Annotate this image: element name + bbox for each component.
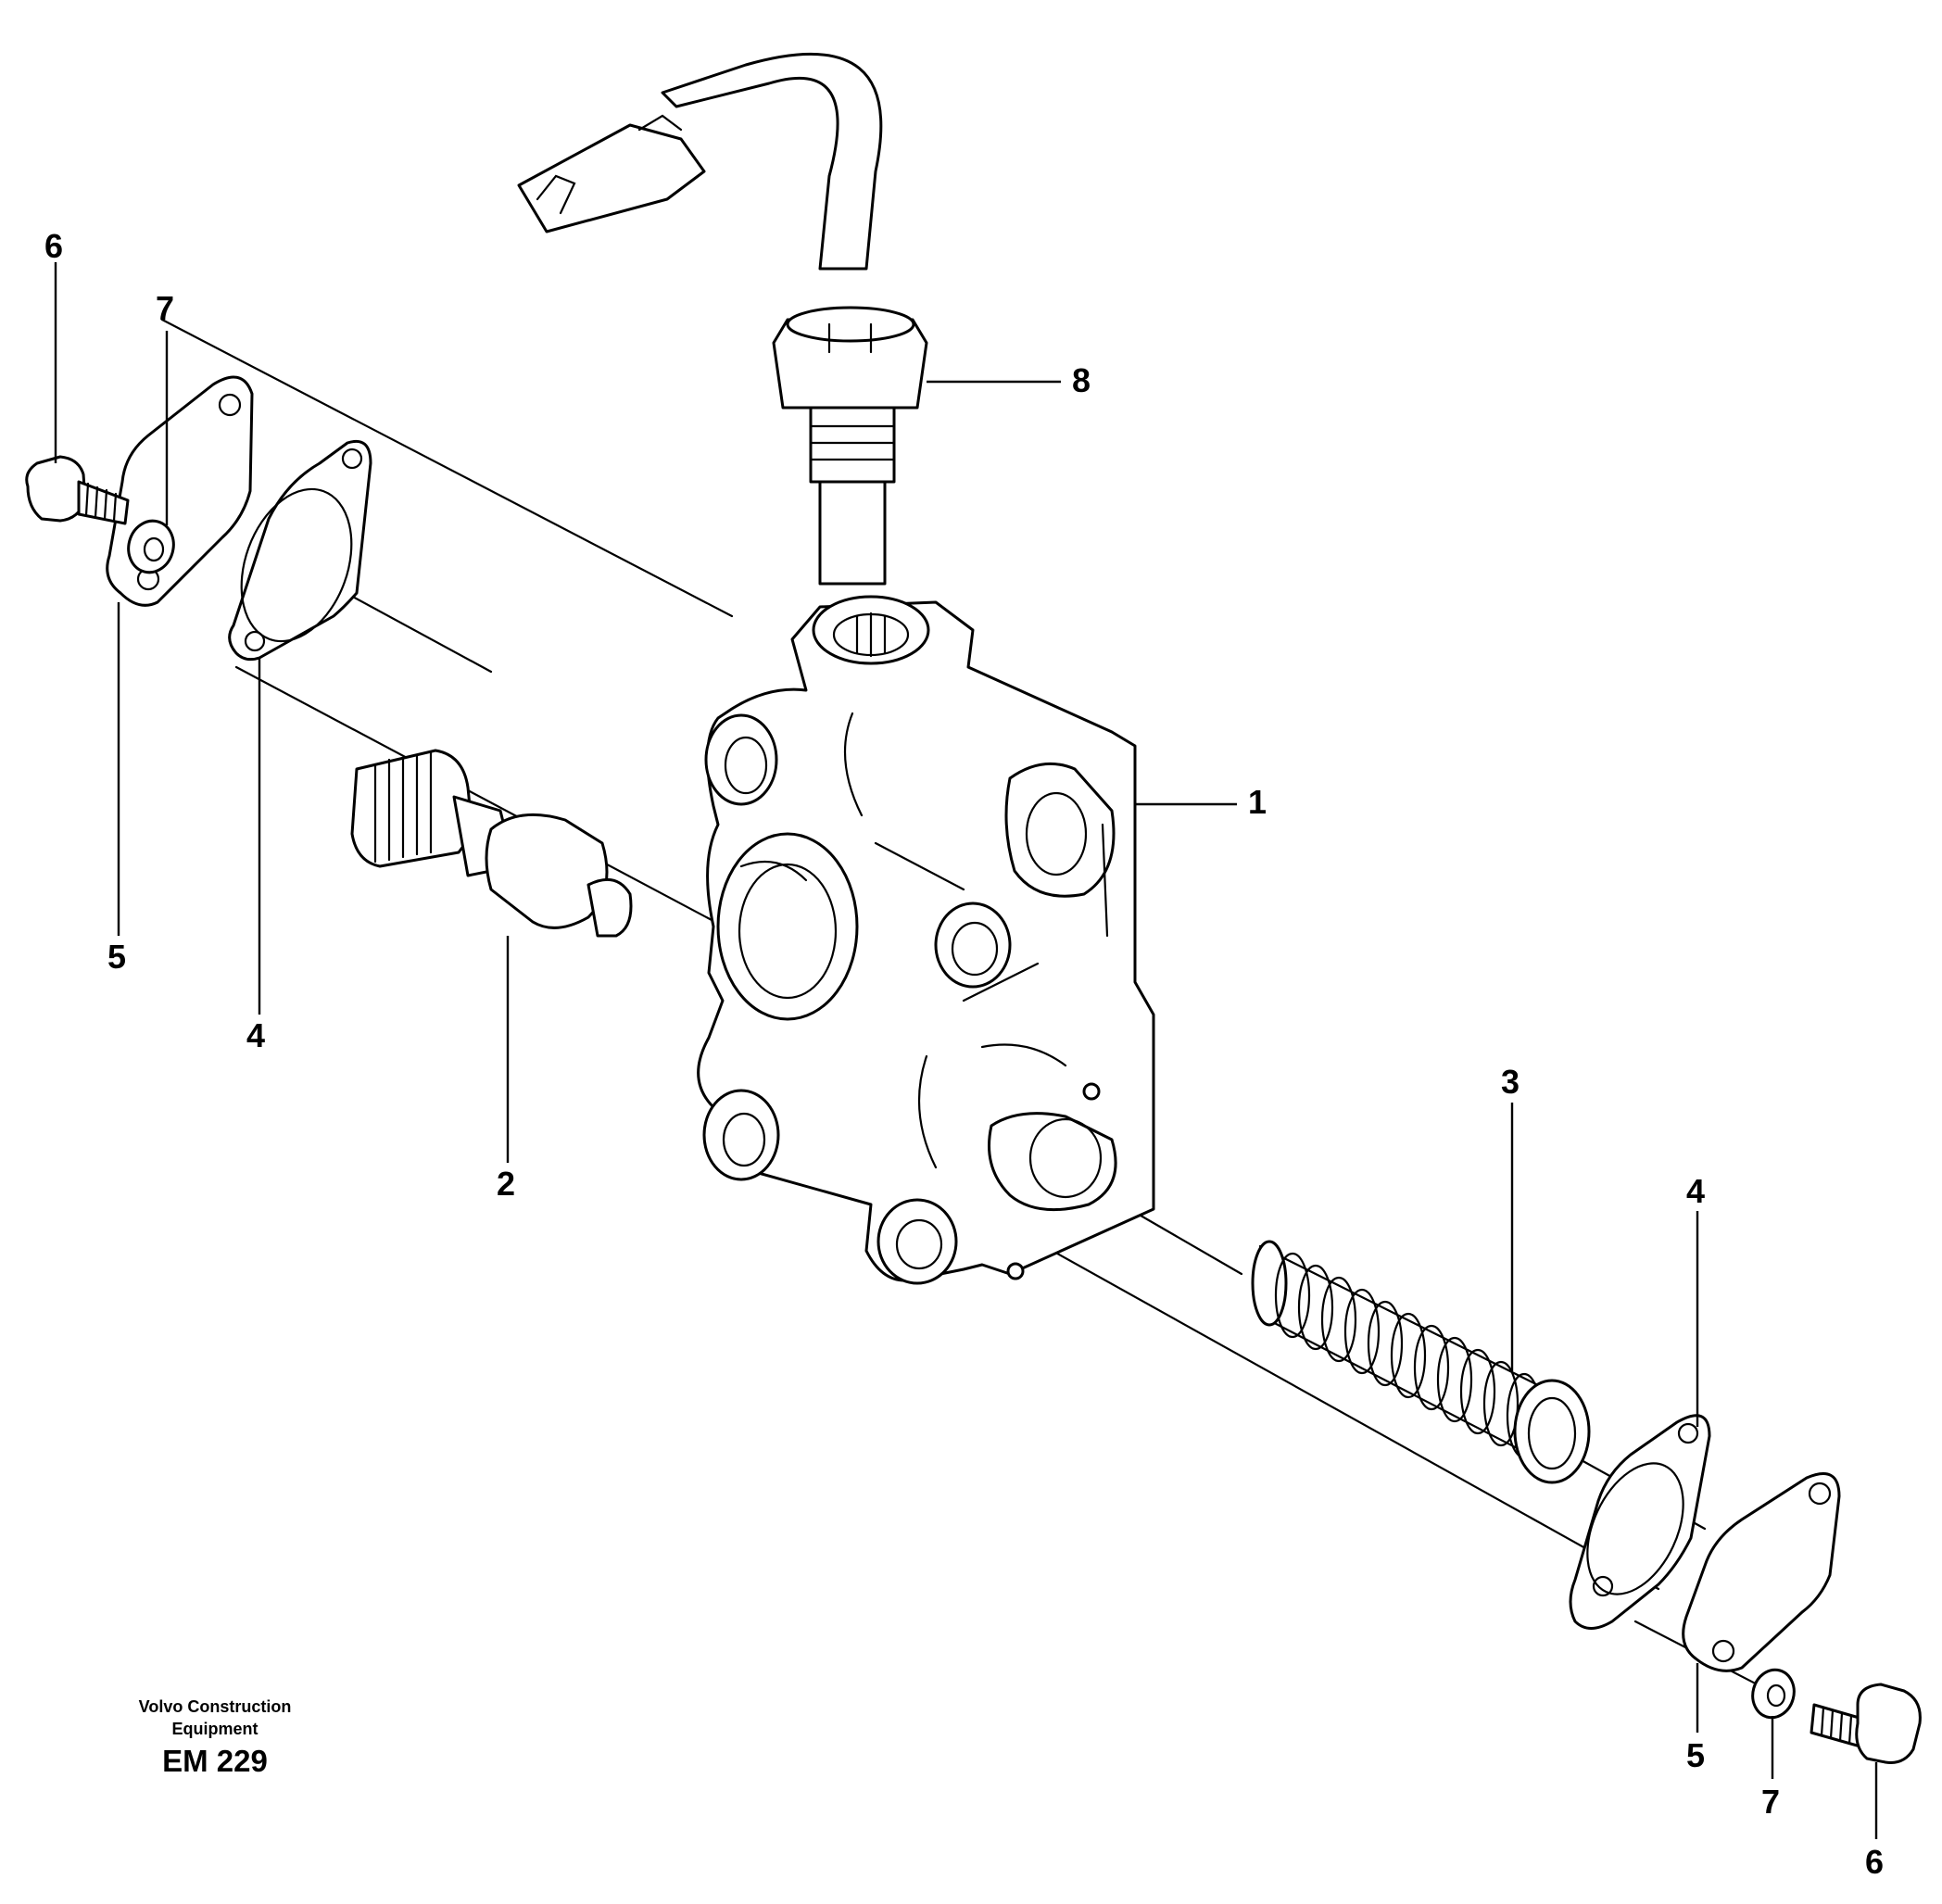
spool [350, 749, 633, 938]
washer-left [127, 519, 175, 574]
label-part-2: 2 [497, 1165, 515, 1203]
label-part-3: 3 [1501, 1063, 1520, 1101]
part-labels: 6 7 8 1 5 4 2 3 4 5 7 6 [44, 227, 1884, 1881]
label-part-4-left: 4 [246, 1016, 265, 1054]
label-part-5-right: 5 [1686, 1736, 1705, 1774]
cover-plate-left [106, 375, 254, 607]
sensor-assembly [517, 52, 928, 586]
caption-code: EM 229 [162, 1744, 268, 1778]
label-part-6-right: 6 [1865, 1843, 1884, 1881]
bolt-right [1810, 1683, 1922, 1764]
gasket-right [1569, 1414, 1711, 1630]
caption-line-2: Equipment [172, 1720, 259, 1738]
label-part-7-right: 7 [1761, 1783, 1780, 1821]
label-part-5-left: 5 [107, 938, 126, 976]
valve-housing [697, 595, 1155, 1285]
label-part-8: 8 [1072, 361, 1091, 399]
label-part-4-right: 4 [1686, 1172, 1705, 1210]
washer-right [1751, 1668, 1796, 1720]
caption-line-1: Volvo Construction [139, 1697, 292, 1716]
bolt-left [25, 455, 130, 525]
cover-plate-right [1682, 1472, 1841, 1672]
spring [1251, 1240, 1591, 1484]
label-part-7-left: 7 [156, 289, 174, 327]
label-part-6-left: 6 [44, 227, 63, 265]
label-part-1: 1 [1248, 783, 1267, 821]
caption: Volvo Construction Equipment EM 229 [139, 1697, 292, 1778]
leader-lines [54, 262, 1878, 1839]
